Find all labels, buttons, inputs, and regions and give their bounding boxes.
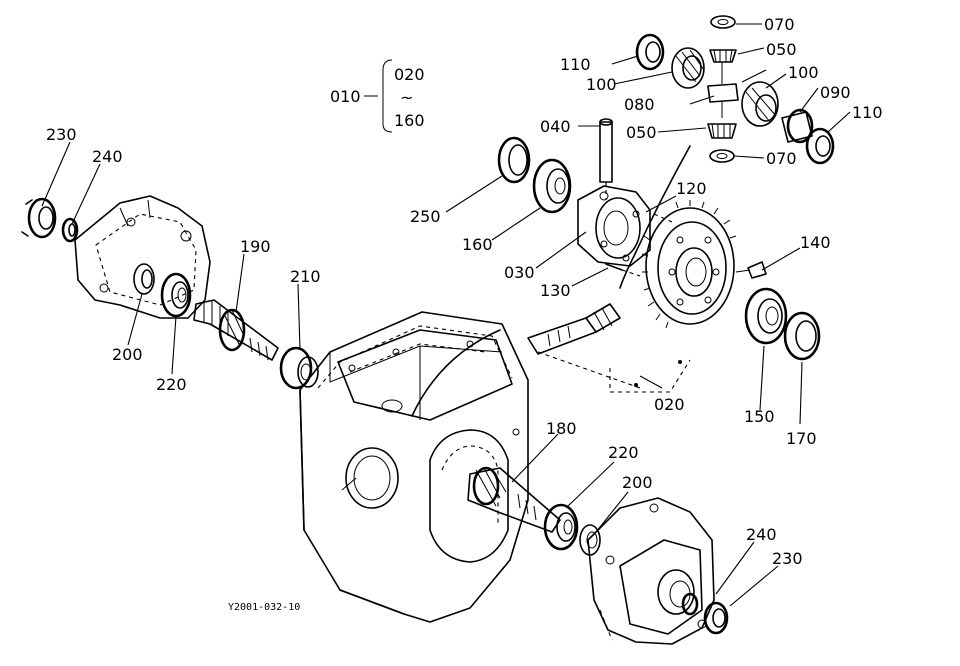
part-080-cross-shaft: [707, 62, 739, 118]
callout-130: 130: [540, 281, 571, 300]
dot-marker: [678, 360, 682, 364]
callout-100-left: 100: [586, 75, 617, 94]
callout-210: 210: [290, 267, 321, 286]
part-150-bearing: [744, 287, 788, 345]
drawing-code: Y2001-032-10: [228, 602, 300, 613]
part-220-left-bearing: [160, 272, 192, 318]
callout-040: 040: [540, 117, 571, 136]
callout-180: 180: [546, 419, 577, 438]
part-100-side-gear-lower: [741, 81, 779, 127]
right-cover: [587, 497, 715, 645]
left-cover: [74, 195, 211, 319]
callout-070-lower: 070: [766, 149, 797, 168]
callout-160-range: 160: [394, 111, 425, 130]
callout-190: 190: [240, 237, 271, 256]
part-050-upper-pinion-gear: [709, 49, 737, 63]
part-210-coupler: [279, 346, 319, 390]
part-110-upper-washer: [635, 33, 665, 71]
part-050-lower-pinion-gear: [707, 123, 737, 139]
callout-110-upper: 110: [560, 55, 591, 74]
leader-lines: [41, 23, 851, 607]
part-160-bearing: [532, 158, 572, 214]
part-240-right-collar: [681, 592, 699, 616]
callout-050-upper: 050: [766, 40, 797, 59]
assembly-bracket-020: [609, 359, 691, 393]
callout-020-range: 020: [394, 65, 425, 84]
part-230-right-seal: [703, 601, 729, 635]
part-070-lower-washer: [709, 149, 735, 163]
part-100-side-gear-upper: [671, 47, 705, 89]
part-230-left-seal: [21, 197, 57, 239]
callout-labels: 070 050 110 100 100 090 080 110 040 050 …: [46, 15, 883, 568]
drive-pinion-shaft: [527, 303, 641, 389]
part-200-lower-seal: [579, 524, 601, 556]
callout-080: 080: [624, 95, 655, 114]
callout-220-left: 220: [156, 375, 187, 394]
callout-090: 090: [820, 83, 851, 102]
callout-200-left: 200: [112, 345, 143, 364]
callout-230-left: 230: [46, 125, 77, 144]
part-240-left-collar: [61, 217, 79, 243]
callout-030: 030: [504, 263, 535, 282]
part-220-lower-bearing: [543, 503, 579, 551]
callout-020: 020: [654, 395, 685, 414]
part-200-left-seal: [133, 263, 155, 295]
callout-070-upper: 070: [764, 15, 795, 34]
part-180-pinion: [467, 466, 561, 533]
callout-100-right: 100: [788, 63, 819, 82]
callout-110-lower: 110: [852, 103, 883, 122]
dot-marker: [634, 383, 638, 387]
part-020-ring-gear: [641, 200, 737, 329]
callout-250: 250: [410, 207, 441, 226]
callout-170: 170: [786, 429, 817, 448]
part-040-pin: [599, 118, 613, 200]
part-070-upper-washer: [710, 15, 736, 29]
part-130-pin: [605, 263, 641, 277]
part-030-diff-case: [577, 185, 673, 267]
center-housing: [299, 311, 529, 623]
range-tilde: ~: [400, 88, 413, 107]
callout-150: 150: [744, 407, 775, 426]
part-110-lower-washer: [805, 127, 835, 165]
part-140-bolt: [735, 261, 767, 279]
part-170-shim: [783, 311, 821, 361]
callout-240-left: 240: [92, 147, 123, 166]
callout-140: 140: [800, 233, 831, 252]
callout-220-lower: 220: [608, 443, 639, 462]
callout-010: 010: [330, 87, 361, 106]
callout-120: 120: [676, 179, 707, 198]
part-090-bushing: [781, 108, 814, 144]
callout-230-right: 230: [772, 549, 803, 568]
part-190-input-shaft: [193, 299, 279, 361]
callout-240-right: 240: [746, 525, 777, 544]
retaining-wire: [619, 145, 691, 289]
callout-200-lower: 200: [622, 473, 653, 492]
callout-160: 160: [462, 235, 493, 254]
callout-050-lower: 050: [626, 123, 657, 142]
group-bracket: 010 020 ~ 160: [330, 59, 425, 133]
part-250-shim: [497, 136, 531, 184]
